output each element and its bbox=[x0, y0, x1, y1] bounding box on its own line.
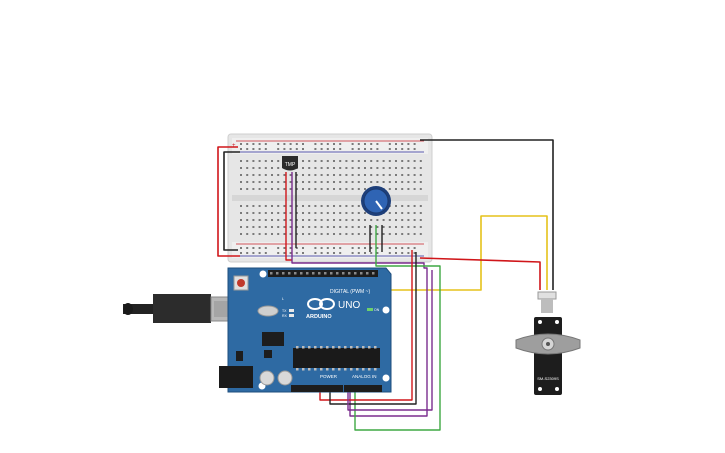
servo-motor[interactable]: SM-S2309S bbox=[515, 291, 581, 395]
chip-pins bbox=[296, 346, 377, 371]
potentiometer[interactable] bbox=[361, 186, 391, 216]
wire-black-servo[interactable] bbox=[420, 139, 554, 290]
rail-plus-label: + bbox=[232, 143, 236, 149]
wire-red-left[interactable] bbox=[217, 146, 240, 257]
digital-header[interactable] bbox=[268, 270, 378, 277]
servo-body bbox=[534, 317, 562, 395]
temperature-sensor[interactable]: TMP bbox=[282, 156, 298, 171]
atmega-chip bbox=[293, 348, 380, 368]
analog-header[interactable] bbox=[344, 385, 382, 392]
digital-pins bbox=[270, 272, 375, 275]
rx-label: RX bbox=[282, 314, 288, 318]
wire-green-pot[interactable] bbox=[354, 225, 441, 431]
wire-purple-tmp[interactable] bbox=[291, 172, 428, 417]
analog-label: ANALOG IN bbox=[352, 374, 377, 379]
power-header[interactable] bbox=[291, 385, 343, 392]
arduino-uno-board[interactable]: DIGITAL (PWM ~) ARDUINO UNO TX RX L ON bbox=[219, 267, 392, 393]
wire-purple-a[interactable] bbox=[347, 270, 433, 411]
model-label: UNO bbox=[338, 300, 360, 311]
usb-cable[interactable] bbox=[123, 294, 240, 323]
wire-red-5v[interactable] bbox=[319, 250, 413, 401]
sensor-label: TMP bbox=[285, 162, 296, 168]
l-label: L bbox=[282, 297, 284, 301]
wire-black-left[interactable] bbox=[223, 151, 240, 251]
breadboard-holes bbox=[240, 143, 422, 254]
tx-label: TX bbox=[282, 309, 287, 313]
wires[interactable] bbox=[217, 139, 554, 431]
power-label: POWER bbox=[320, 374, 338, 379]
brand-label: ARDUINO bbox=[306, 314, 332, 320]
on-label: ON bbox=[374, 308, 380, 312]
arduino-logo bbox=[307, 298, 335, 310]
breadboard[interactable]: + - bbox=[227, 133, 433, 263]
wire-red-servo[interactable] bbox=[419, 257, 541, 290]
rail-minus-label: - bbox=[232, 248, 234, 254]
wire-black-gnd[interactable] bbox=[329, 252, 417, 405]
digital-label: DIGITAL (PWM ~) bbox=[330, 289, 370, 295]
servo-label: SM-S2309S bbox=[537, 376, 559, 381]
power-jack[interactable] bbox=[219, 366, 253, 388]
usb-chip bbox=[262, 332, 284, 346]
wire-red-tmp[interactable] bbox=[285, 172, 292, 261]
